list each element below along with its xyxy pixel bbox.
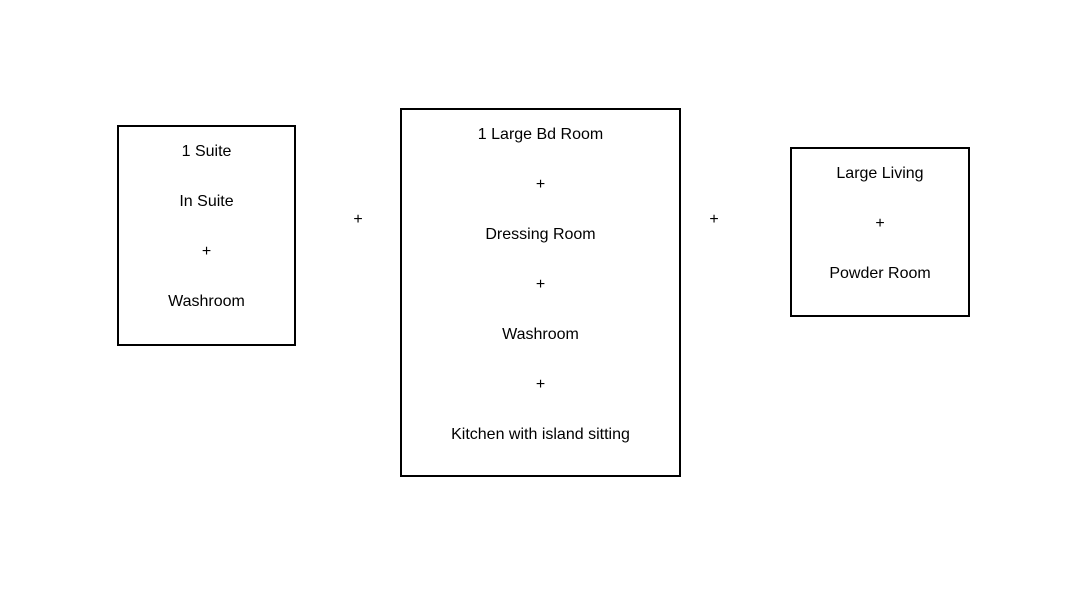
bedroom-box-line: Washroom	[502, 326, 579, 343]
plus-connector: +	[353, 211, 363, 228]
bedroom-box-line: Kitchen with island sitting	[451, 426, 630, 443]
plus-symbol: +	[535, 276, 546, 293]
plus-symbol: +	[875, 215, 885, 232]
suite-box: 1 Suite In Suite + Washroom	[117, 125, 296, 346]
suite-box-line: 1 Suite	[181, 143, 232, 160]
bedroom-box-line: 1 Large Bd Room	[477, 126, 604, 143]
bedroom-box-line: Dressing Room	[485, 226, 596, 243]
plus-connector: +	[709, 211, 719, 228]
bedroom-box: 1 Large Bd Room + Dressing Room + Washro…	[400, 108, 681, 477]
living-box-line: Large Living	[836, 165, 924, 182]
plus-symbol: +	[535, 176, 546, 193]
suite-box-line: Washroom	[168, 293, 245, 310]
living-box-line: Powder Room	[829, 265, 931, 282]
living-box: Large Living + Powder Room	[790, 147, 970, 317]
plus-symbol: +	[201, 243, 212, 260]
suite-box-line: In Suite	[179, 193, 234, 210]
plus-symbol: +	[535, 376, 546, 393]
